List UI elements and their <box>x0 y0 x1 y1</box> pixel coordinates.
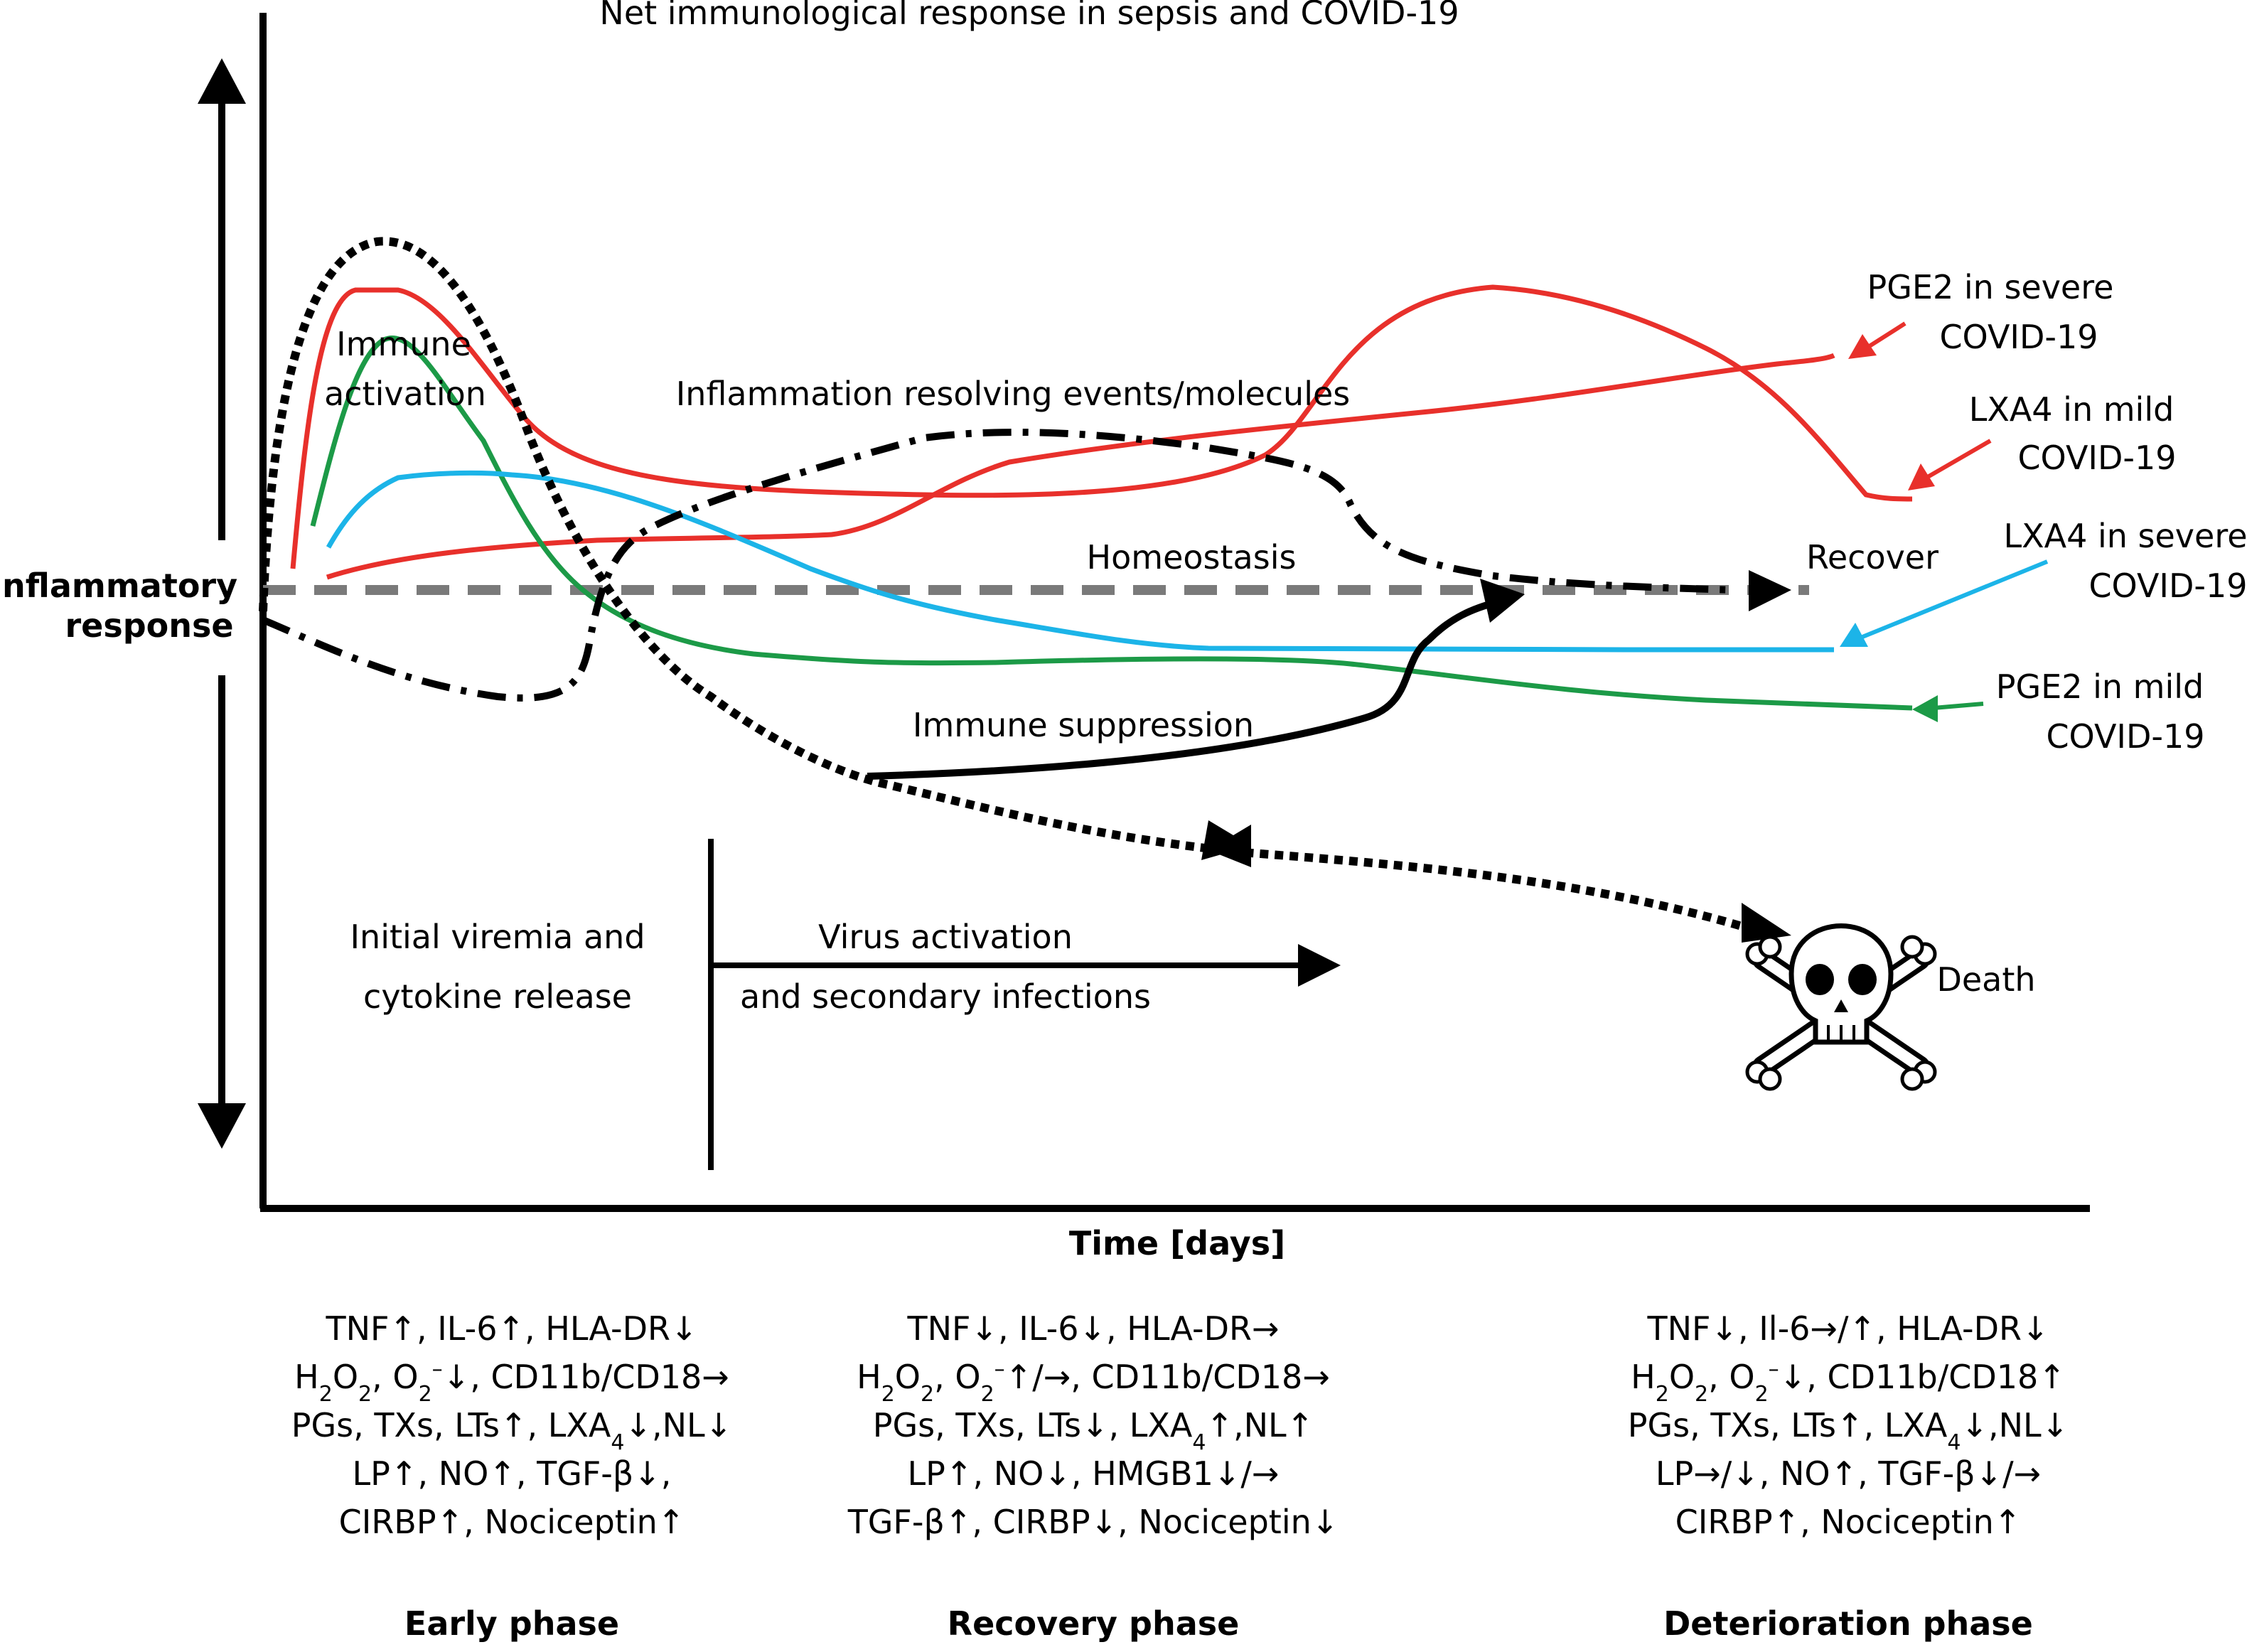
legend-lxa4-severe-2: COVID-19 <box>2088 567 2247 605</box>
label-virus-activation-2: and secondary infections <box>740 977 1151 1016</box>
curve-resolving-dashdot <box>262 429 1735 702</box>
phase-recovery-block: TNF↓, IL-6↓, HLA-DR→ H2O2, O2–↑/→, CD11b/… <box>847 1309 1339 1643</box>
curve-pge2-mild <box>310 336 1913 711</box>
label-immune-activation-2: activation <box>324 375 486 413</box>
phase-recovery-line-5: TGF-β↑, CIRBP↓, Nociceptin↓ <box>847 1503 1339 1541</box>
phase-deterioration-line-1: TNF↓, Il-6→/↑, HLA-DR↓ <box>1646 1309 2049 1348</box>
curve-lxa4-mild <box>326 353 1835 580</box>
phase-recovery-title: Recovery phase <box>948 1604 1240 1643</box>
phase-deterioration-line-3: PGs, TXs, LTs↑, LXA4↓,NL↓ <box>1628 1406 2069 1455</box>
virus-activation-arrowhead <box>1298 944 1341 987</box>
curve-immune-suppression <box>867 598 1501 780</box>
legend-lxa4-severe-1: LXA4 in severe <box>2003 517 2247 555</box>
phase-early-block: TNF↑, IL-6↑, HLA-DR↓ H2O2, O2–↓, CD11b/CD… <box>291 1309 732 1643</box>
skull-crossbones-icon <box>1745 923 1937 1091</box>
lxa4-mild-pointer <box>1925 439 1992 480</box>
legend-pge2-severe-1: PGE2 in severe <box>1867 268 2114 306</box>
phase-early-line-3: PGs, TXs, LTs↑, LXA4↓,NL↓ <box>291 1406 732 1455</box>
phase-early-line-1: TNF↑, IL-6↑, HLA-DR↓ <box>325 1309 697 1348</box>
phase-recovery-line-1: TNF↓, IL-6↓, HLA-DR→ <box>906 1309 1279 1348</box>
phase-early-line-2: H2O2, O2–↓, CD11b/CD18→ <box>294 1357 729 1407</box>
curve-pge2-severe <box>290 284 1913 569</box>
legend-lxa4-mild-2: COVID-19 <box>2017 439 2176 477</box>
label-initial-viremia-2: cytokine release <box>363 977 632 1016</box>
y-axis-label-line1: Inflammatory <box>0 567 237 605</box>
dotted-arrowhead-death <box>1742 903 1791 943</box>
label-virus-activation-1: Virus activation <box>818 918 1073 956</box>
label-immune-suppression: Immune suppression <box>913 706 1254 744</box>
label-resolving: Inflammation resolving events/molecules <box>676 375 1351 413</box>
phase-early-line-5: CIRBP↑, Nociceptin↑ <box>339 1503 685 1541</box>
phase-deterioration-line-5: CIRBP↑, Nociceptin↑ <box>1675 1503 2022 1541</box>
phase-recovery-line-3: PGs, TXs, LTs↓, LXA4↑,NL↑ <box>873 1406 1314 1455</box>
lxa4-severe-pointer <box>1861 559 2049 639</box>
pge2-mild-pointer <box>1933 702 1984 710</box>
phase-early-title: Early phase <box>404 1604 619 1643</box>
x-axis-label: Time [days] <box>1069 1224 1285 1262</box>
phase-deterioration-line-2: H2O2, O2–↓, CD11b/CD18↑ <box>1631 1357 2066 1407</box>
label-recover: Recover <box>1806 538 1938 576</box>
pge2-severe-pointer <box>1865 321 1907 350</box>
phase-early-line-4: LP↑, NO↑, TGF-β↓, <box>353 1454 672 1493</box>
legend-pge2-mild-2: COVID-19 <box>2046 717 2204 756</box>
label-homeostasis: Homeostasis <box>1087 538 1297 576</box>
legend-lxa4-mild-1: LXA4 in mild <box>1969 390 2174 429</box>
legend-pge2-mild-1: PGE2 in mild <box>1996 667 2204 706</box>
phase-deterioration-title: Deterioration phase <box>1663 1604 2033 1643</box>
diagram-title: Net immunological response in sepsis and… <box>599 0 1459 32</box>
phase-deterioration-line-4: LP→/↓, NO↑, TGF-β↓/→ <box>1656 1454 2041 1493</box>
curve-net-response-dotted <box>259 237 1764 937</box>
label-immune-activation-1: Immune <box>336 325 471 363</box>
curve-lxa4-severe <box>326 470 1834 653</box>
resolving-arrowhead <box>1749 570 1791 611</box>
y-axis-label-line2: response <box>65 606 233 645</box>
label-death: Death <box>1936 960 2035 999</box>
label-initial-viremia-1: Initial viremia and <box>350 918 645 956</box>
inflammatory-response-arrow <box>198 58 246 1149</box>
suppression-arrowhead <box>1480 579 1525 623</box>
phase-recovery-line-2: H2O2, O2–↑/→, CD11b/CD18→ <box>857 1357 1330 1407</box>
legend-pge2-severe-2: COVID-19 <box>1939 318 2098 356</box>
phase-deterioration-block: TNF↓, Il-6→/↑, HLA-DR↓ H2O2, O2–↓, CD11b/… <box>1628 1309 2069 1643</box>
phase-recovery-line-4: LP↑, NO↓, HMGB1↓/→ <box>908 1454 1280 1493</box>
